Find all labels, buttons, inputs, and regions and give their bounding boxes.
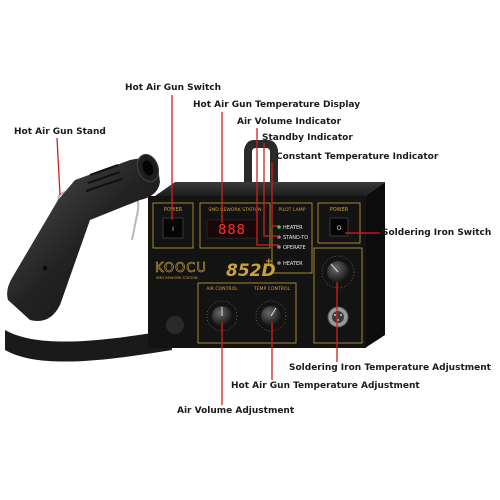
station-top-face xyxy=(155,182,385,196)
soldering-iron-temperature-knob[interactable] xyxy=(321,255,355,289)
callout-soldering-iron-temp-adjustment: Soldering Iron Temperature Adjustment xyxy=(289,363,491,373)
heater-iron-indicator-led xyxy=(277,261,281,265)
power-right-label: POWER xyxy=(330,207,349,213)
hot-air-switch-on-mark: I xyxy=(172,226,174,233)
operate-indicator-led xyxy=(277,245,281,249)
hot-air-temperature-knob[interactable] xyxy=(255,300,287,332)
air-control-label: AIR CONTROL xyxy=(206,286,238,292)
heater-indicator-label: HEATER xyxy=(283,225,303,231)
air-volume-knob[interactable] xyxy=(206,300,238,332)
heater-iron-indicator-label: HEATER xyxy=(283,261,303,267)
callout-hot-air-gun-stand: Hot Air Gun Stand xyxy=(14,127,106,137)
iron-frame xyxy=(313,247,363,344)
callout-air-volume-indicator: Air Volume Indicator xyxy=(237,117,342,127)
station-handle xyxy=(244,140,278,182)
heater-indicator-led xyxy=(277,225,281,229)
power-left-label: POWER xyxy=(164,207,183,213)
display-frame xyxy=(199,202,271,249)
leader-constant-temp-indicator xyxy=(271,162,278,227)
station-side-face xyxy=(365,182,385,348)
smd-station-label: SMD REWORK STATION xyxy=(208,207,261,213)
leader-hot-air-gun-stand xyxy=(56,137,61,196)
model-number-suffix: + xyxy=(265,257,273,267)
callout-hot-air-gun-switch: Hot Air Gun Switch xyxy=(125,83,222,93)
iron-switch-off-mark: O xyxy=(337,225,342,232)
control-frame xyxy=(197,282,297,344)
hot-air-gun[interactable] xyxy=(7,151,162,321)
pilot-lamp-label: PILOT LAMP xyxy=(279,207,306,213)
callout-hot-air-gun-temp-adjustment: Hot Air Gun Temperature Adjustment xyxy=(231,381,420,391)
temp-control-label: TEMP CONTROL xyxy=(253,286,291,292)
callout-soldering-iron-switch: Soldering Iron Switch xyxy=(382,228,492,238)
pilot-lamp-frame xyxy=(271,202,313,274)
callout-standby-indicator: Standby Indicator xyxy=(262,133,353,143)
leader-standby-indicator xyxy=(263,143,279,237)
callout-hot-air-gun-temp-display: Hot Air Gun Temperature Display xyxy=(193,100,361,110)
hot-air-gun-power-switch[interactable] xyxy=(162,217,184,239)
leader-lines xyxy=(56,95,380,405)
hot-air-gun-hose-outlet xyxy=(166,316,184,334)
brand-logo: KOOCU xyxy=(155,261,207,276)
hot-air-gun-cable xyxy=(5,330,172,362)
operate-indicator-label: OPERATE xyxy=(283,245,306,251)
power-right-frame xyxy=(317,202,361,244)
temperature-display-digits: 888 xyxy=(218,223,246,238)
brand-subtitle: SMD REWORK STATION xyxy=(156,276,198,280)
standby-indicator-label: STAND-TO xyxy=(283,235,308,241)
model-number: 852D xyxy=(226,261,276,281)
soldering-iron-socket[interactable] xyxy=(327,306,349,328)
callout-constant-temp-indicator: Constant Temperature Indicator xyxy=(276,152,439,162)
soldering-iron-power-switch[interactable] xyxy=(329,217,349,237)
leader-air-volume-indicator xyxy=(256,128,279,246)
power-left-frame xyxy=(152,202,194,249)
callout-air-volume-adjustment: Air Volume Adjustment xyxy=(177,406,295,416)
